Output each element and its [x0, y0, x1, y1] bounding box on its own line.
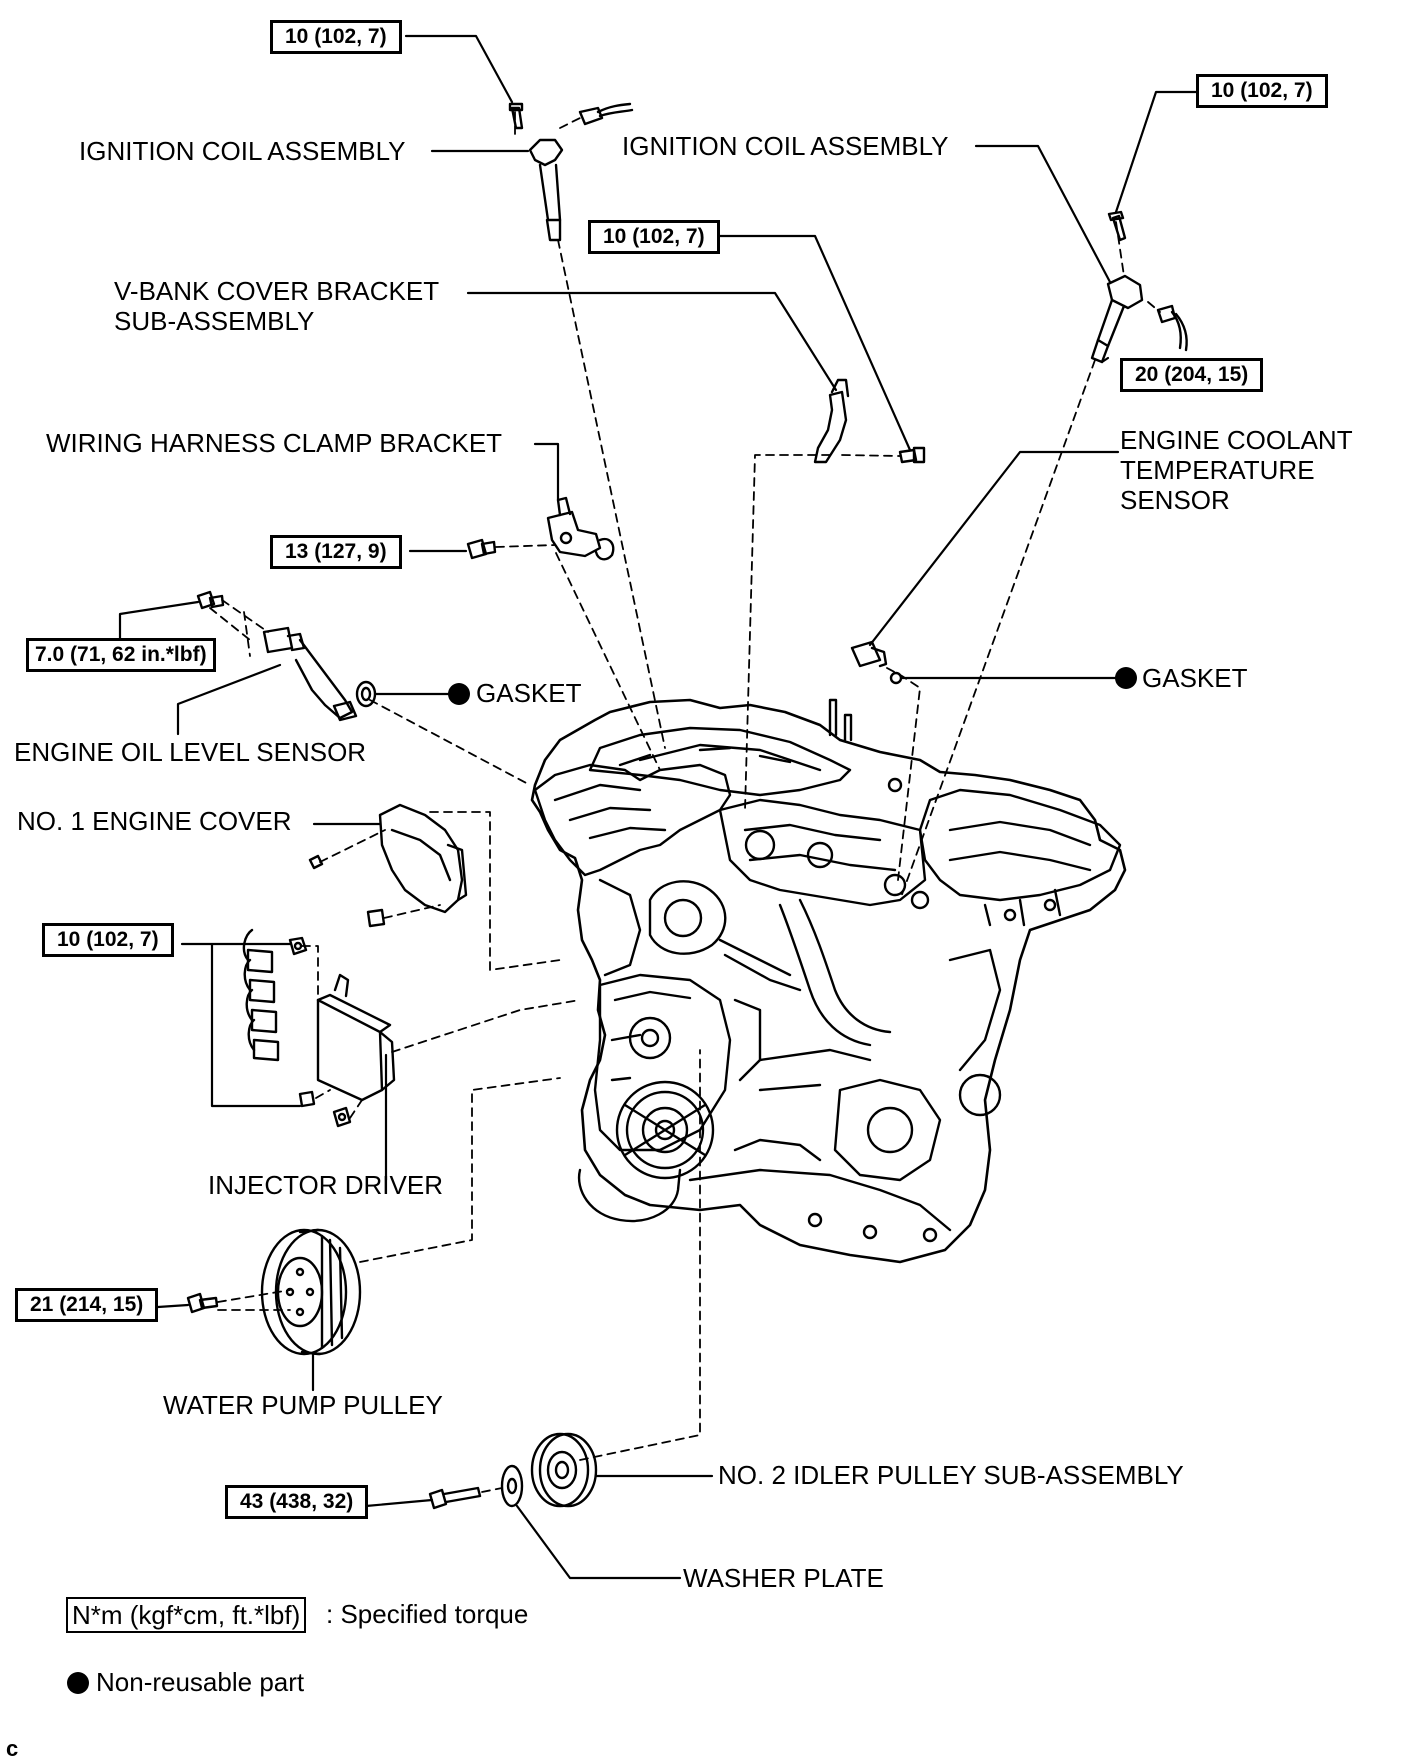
legend-nonreusable-dot	[67, 1672, 89, 1694]
torque-injector-driver: 10 (102, 7)	[42, 923, 174, 957]
label-water-pump-pulley: WATER PUMP PULLEY	[163, 1390, 443, 1420]
label-ignition-coil-left: IGNITION COIL ASSEMBLY	[79, 136, 406, 166]
coolant-sensor-drawing	[850, 640, 903, 685]
label-wiring-harness-clamp-bracket: WIRING HARNESS CLAMP BRACKET	[46, 428, 503, 458]
torque-idler-pulley: 43 (438, 32)	[225, 1485, 369, 1519]
injector-driver-drawing	[242, 928, 396, 1128]
label-gasket-left: GASKET	[476, 678, 582, 708]
idler-pulley-drawing	[428, 1432, 598, 1510]
legend-torque-description: : Specified torque	[326, 1599, 529, 1629]
label-engine-oil-level-sensor: ENGINE OIL LEVEL SENSOR	[14, 737, 367, 767]
torque-vbank-bracket: 10 (102, 7)	[588, 220, 720, 254]
torque-oil-level-sensor: 7.0 (71, 62 in.*lbf)	[26, 638, 216, 672]
vbank-bracket-drawing	[813, 378, 926, 464]
torque-coil-right: 10 (102, 7)	[1196, 74, 1328, 108]
dashed-guide-lines	[209, 111, 1161, 1493]
torque-coolant-sensor: 20 (204, 15)	[1120, 358, 1264, 392]
ignition-coil-right-drawing	[1090, 210, 1188, 364]
label-no2-idler-pulley: NO. 2 IDLER PULLEY SUB-ASSEMBLY	[718, 1460, 1184, 1490]
illustration-code: c	[6, 1736, 19, 1761]
label-engine-coolant-temp-sensor: ENGINE COOLANT TEMPERATURE SENSOR	[1120, 425, 1353, 515]
label-vbank-cover-bracket: V-BANK COVER BRACKET SUB-ASSEMBLY	[114, 276, 440, 336]
label-injector-driver: INJECTOR DRIVER	[208, 1170, 443, 1200]
engine-cover-drawing	[308, 803, 468, 928]
torque-water-pump-pulley: 21 (214, 15)	[15, 1288, 159, 1322]
torque-coil-left: 10 (102, 7)	[270, 20, 402, 54]
legend-torque-unit-box: N*m (kgf*cm, ft.*lbf)	[66, 1597, 307, 1633]
label-gasket-right: GASKET	[1142, 663, 1248, 693]
label-ignition-coil-right: IGNITION COIL ASSEMBLY	[622, 131, 949, 161]
engine-assembly	[530, 698, 1127, 1264]
legend-nonreusable-description: Non-reusable part	[96, 1667, 305, 1697]
torque-harness-bracket: 13 (127, 9)	[270, 535, 402, 569]
nonreusable-marker-gasket-right	[1115, 667, 1137, 689]
nonreusable-marker-gasket-left	[448, 683, 470, 705]
harness-clamp-bracket-drawing	[466, 496, 615, 561]
label-no1-engine-cover: NO. 1 ENGINE COVER	[17, 806, 292, 836]
ignition-coil-left-drawing	[508, 102, 634, 242]
leader-lines	[118, 34, 1199, 1580]
label-washer-plate: WASHER PLATE	[683, 1563, 884, 1593]
oil-level-sensor-drawing	[196, 590, 377, 722]
